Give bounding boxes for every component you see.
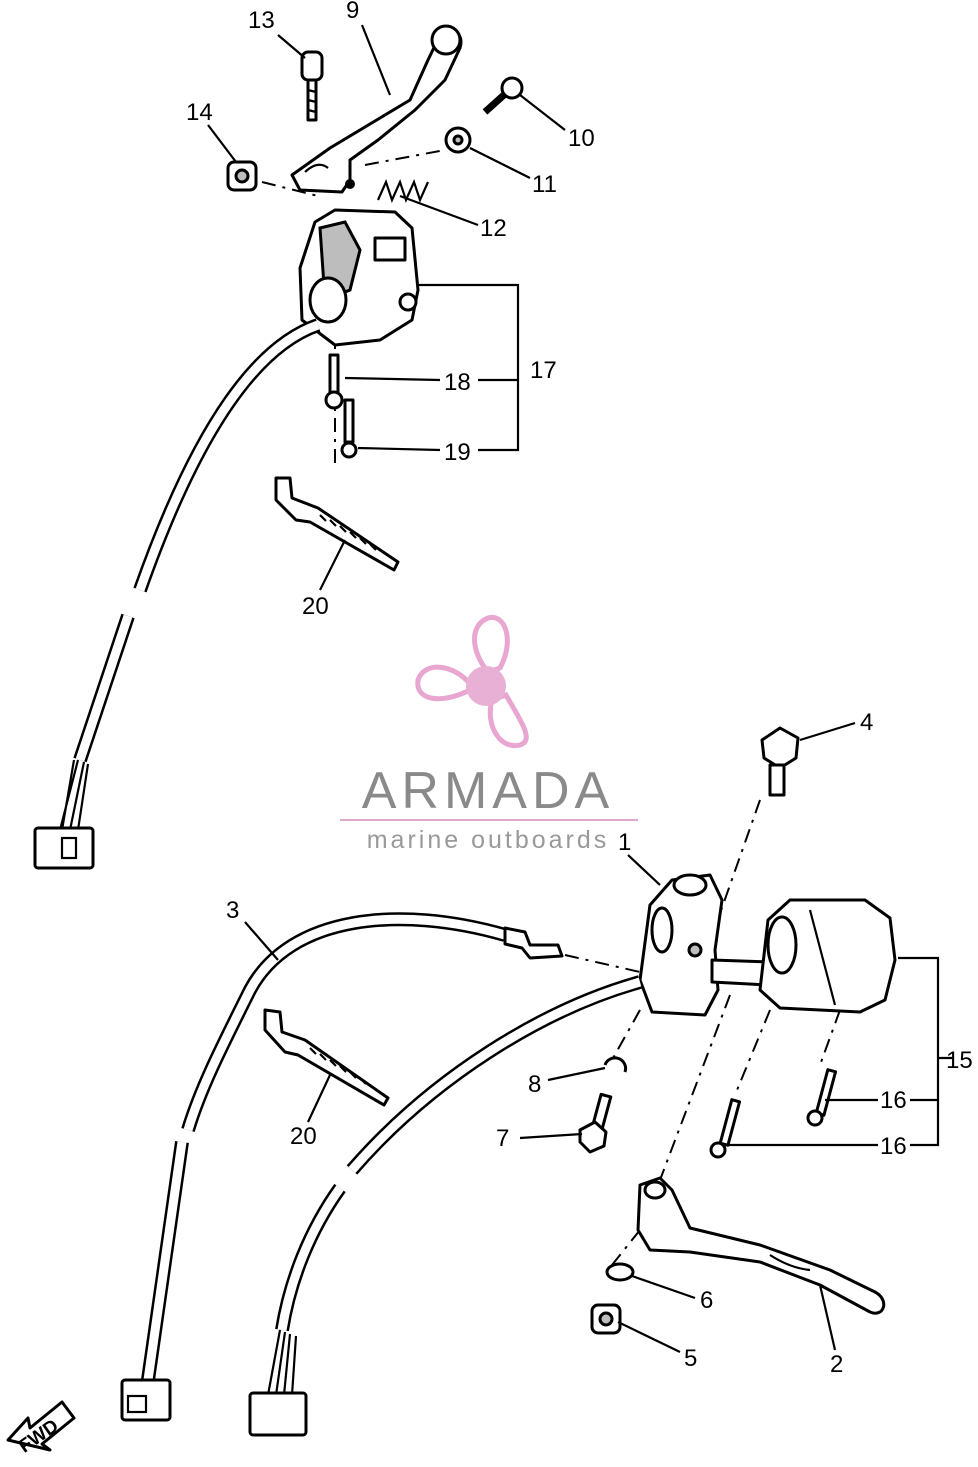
callout-13: 13 — [248, 7, 275, 34]
alignment-line — [659, 994, 731, 1181]
callout-16-lower: 16 — [880, 1133, 907, 1160]
alignment-line — [611, 1229, 641, 1266]
part-19-screw — [340, 398, 358, 459]
watermark-tagline: marine outboards — [367, 826, 610, 854]
callout-20-upper: 20 — [302, 593, 329, 620]
callout-3: 3 — [226, 897, 239, 924]
callout-5: 5 — [684, 1345, 697, 1372]
armada-watermark: ARMADA marine outboards — [340, 614, 638, 854]
callout-8: 8 — [528, 1071, 541, 1098]
part-7-bolt — [578, 1092, 613, 1154]
part-10-screw — [482, 76, 524, 115]
callout-bracket-15 — [898, 956, 952, 1147]
part-3-clutch-cable — [120, 912, 564, 1422]
callout-18: 18 — [444, 369, 471, 396]
part-1-lever-bracket — [638, 873, 724, 1017]
callout-numbers: 13 9 14 10 11 12 17 18 19 20 4 1 3 15 8 … — [186, 0, 973, 1378]
alignment-line — [611, 1009, 641, 1061]
part-20-cable-tie — [263, 1008, 390, 1107]
propeller-logo-icon — [415, 614, 529, 749]
callout-2: 2 — [830, 1351, 843, 1378]
callout-19: 19 — [444, 439, 471, 466]
part-13-pivot-bolt — [300, 50, 324, 122]
part-11-washer — [444, 126, 472, 154]
alignment-line — [364, 149, 446, 166]
part-18-screw — [324, 353, 344, 410]
connector-icon — [248, 1391, 308, 1437]
callout-7: 7 — [496, 1125, 509, 1152]
part-20-cable-tie — [274, 476, 400, 572]
part-8-circlip — [603, 1056, 628, 1073]
callout-6: 6 — [700, 1287, 713, 1314]
part-15-right-switch-housing — [758, 898, 897, 1014]
callout-20-lower: 20 — [290, 1123, 317, 1150]
callout-16-upper: 16 — [880, 1087, 907, 1114]
callout-1: 1 — [618, 829, 631, 856]
part-5-nut — [590, 1303, 622, 1335]
callout-12: 12 — [480, 215, 507, 242]
callout-9: 9 — [346, 0, 359, 24]
callout-14: 14 — [186, 99, 213, 126]
callout-4: 4 — [860, 709, 873, 736]
part-16-screw — [709, 1098, 742, 1159]
callout-bracket-17 — [418, 283, 520, 452]
part-14-nut — [226, 160, 258, 192]
callout-17: 17 — [530, 357, 557, 384]
part-17-left-switch-housing — [298, 208, 420, 347]
alignment-line — [734, 1009, 771, 1096]
connector-icon — [33, 826, 95, 870]
fwd-direction-arrow: FWD — [6, 1400, 76, 1458]
alignment-line — [261, 181, 319, 197]
watermark-brand: ARMADA — [362, 762, 614, 820]
lower-switch-harness — [248, 975, 642, 1437]
upper-switch-harness — [33, 318, 321, 870]
part-9-brake-lever — [290, 24, 463, 194]
part-2-clutch-lever — [636, 1176, 886, 1315]
alignment-line — [564, 954, 641, 973]
part-4-bolt — [760, 726, 800, 797]
part-12-spring — [376, 178, 430, 204]
leader-lines — [207, 24, 878, 1353]
callout-15: 15 — [946, 1047, 973, 1074]
callout-10: 10 — [568, 125, 595, 152]
part-6-washer — [605, 1262, 635, 1282]
part-16-screw — [806, 1068, 838, 1127]
callout-11: 11 — [532, 171, 557, 198]
alignment-line — [819, 1009, 841, 1066]
